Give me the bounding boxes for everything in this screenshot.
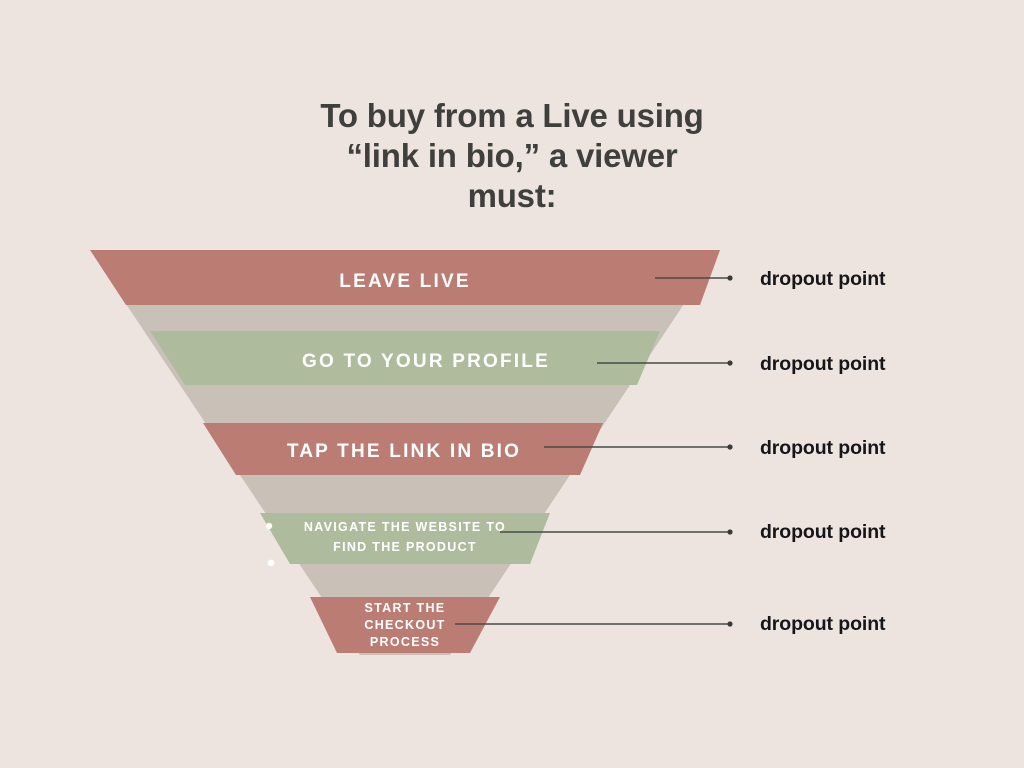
dropout-label-5: dropout point (760, 613, 886, 635)
dropout-label-1: dropout point (760, 268, 886, 290)
funnel-stage-1-shape (90, 250, 720, 305)
page-title-line-1: To buy from a Live using (320, 97, 704, 134)
funnel-stage-4-shape (260, 513, 550, 564)
funnel-stage-5-label-line-1: START THE (365, 601, 446, 615)
funnel-stage-3-label: TAP THE LINK IN BIO (287, 441, 521, 462)
funnel-stage-2[interactable]: GO TO YOUR PROFILE (150, 331, 660, 385)
funnel-stage-4-label-line-1: NAVIGATE THE WEBSITE TO (304, 520, 506, 534)
leader-dot-5 (727, 621, 733, 627)
funnel-stage-4[interactable]: NAVIGATE THE WEBSITE TO FIND THE PRODUCT (260, 513, 550, 567)
funnel-stage-2-label: GO TO YOUR PROFILE (302, 351, 550, 372)
funnel-stage-1-label: LEAVE LIVE (339, 271, 470, 292)
dropout-label-3: dropout point (760, 437, 886, 459)
page-title-line-2: “link in bio,” a viewer (346, 137, 678, 174)
leader-dot-1 (727, 275, 733, 281)
decorative-dot-lower (267, 559, 275, 567)
funnel-stage-5[interactable]: START THE CHECKOUT PROCESS (310, 597, 500, 653)
leader-dot-4 (727, 529, 733, 535)
funnel-stage-3-shape (203, 423, 603, 475)
funnel-stage-1[interactable]: LEAVE LIVE (90, 250, 720, 305)
decorative-dot-upper (265, 522, 273, 530)
funnel-stage-2-shape (150, 331, 660, 385)
page-title-line-3: must: (467, 177, 557, 214)
leader-dot-3 (727, 444, 733, 450)
page-title: To buy from a Live using “link in bio,” … (262, 96, 762, 216)
funnel-stage-5-shape (310, 597, 500, 653)
funnel-stage-3[interactable]: TAP THE LINK IN BIO (203, 423, 603, 475)
funnel-stage-5-label-line-2: CHECKOUT (364, 618, 445, 632)
dropout-label-2: dropout point (760, 353, 886, 375)
funnel-stage-4-label-line-2: FIND THE PRODUCT (333, 540, 477, 554)
leader-lines (455, 275, 733, 627)
leader-dot-2 (727, 360, 733, 366)
dropout-label-4: dropout point (760, 521, 886, 543)
funnel-stage-5-label-line-3: PROCESS (370, 635, 440, 649)
